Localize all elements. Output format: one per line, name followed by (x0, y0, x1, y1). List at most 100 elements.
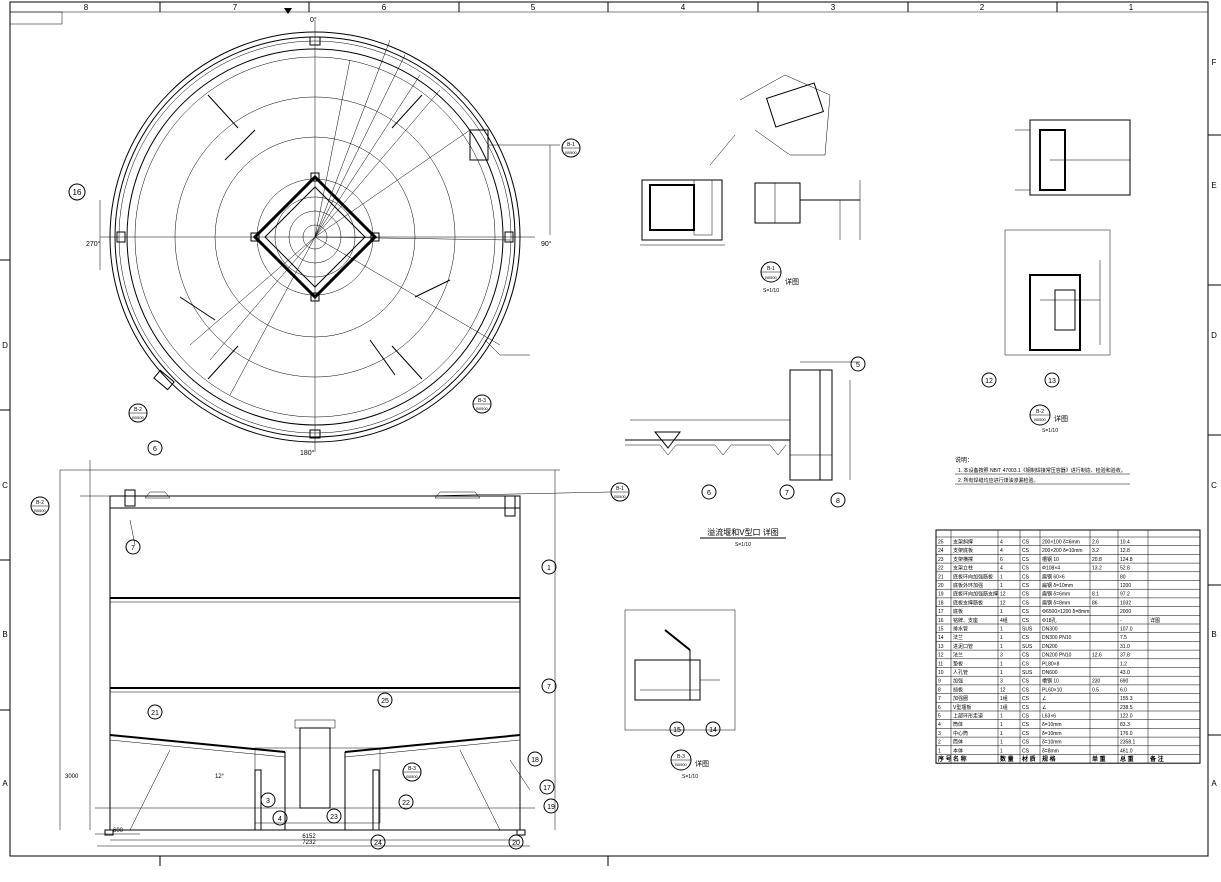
bom-cell: 238.5 (1120, 705, 1133, 711)
bom-cell: 支架立柱 (953, 565, 973, 572)
bom-cell: 4 (1000, 548, 1003, 554)
svg-text:7: 7 (547, 684, 551, 691)
bom-cell: 1 (1000, 714, 1003, 720)
svg-text:B0500: B0500 (614, 494, 626, 499)
bom-cell: Φ18孔 (1042, 617, 1057, 624)
bom-cell: 支架底板 (953, 547, 973, 554)
plan-view (99, 20, 560, 452)
bubble-7b: 7 (541, 678, 557, 694)
detail-weir (625, 361, 860, 481)
bubble-21: 21 (147, 704, 163, 720)
bom-cell: 43.0 (1120, 670, 1130, 676)
bom-cell: 扁钢 δ=10mm (1042, 582, 1073, 589)
bom-cell: 7 (938, 696, 941, 702)
bom-cell: δ=8mm (1042, 748, 1059, 754)
bom-cell: 1 (1000, 740, 1003, 746)
row-label: B (1211, 630, 1216, 639)
bom-cell: CS (1022, 548, 1030, 554)
svg-text:B-1: B-1 (567, 142, 575, 148)
bom-cell: CS (1022, 740, 1030, 746)
detail-b2-scale: S=1/10 (1042, 428, 1058, 434)
bom-cell: 16 (938, 618, 944, 624)
bom-cell: 6 (938, 705, 941, 711)
bom-cell: CS (1022, 635, 1030, 641)
bom-cell: 1 (1000, 627, 1003, 633)
bom-cell: 法兰 (953, 634, 963, 641)
bom-cell: 上部环形走道 (953, 713, 983, 720)
bom-header-cell: 名 称 (953, 755, 967, 763)
bom-cell: 支架横撑 (953, 556, 973, 563)
row-label-left: C (2, 481, 8, 490)
bom-cell: 1 (1000, 644, 1003, 650)
bubble-22: 22 (398, 794, 414, 810)
bom-cell: 97.2 (1120, 592, 1130, 598)
row-label: F (1212, 58, 1217, 67)
detail-b3-title-top: B-3 (677, 754, 685, 760)
svg-text:5: 5 (856, 362, 860, 369)
detail-b1-label: 详图 (785, 277, 799, 286)
svg-text:1: 1 (547, 565, 551, 572)
bom-cell: 底板环向加强筋支撑 (953, 591, 998, 598)
bom-cell: CS (1022, 696, 1030, 702)
col-label: 2 (980, 3, 985, 12)
col-label: 1 (1129, 3, 1134, 12)
bom-cell: 10.4 (1120, 540, 1130, 546)
bom-cell: 2000 (1120, 609, 1131, 615)
bom-cell: CS (1022, 687, 1030, 693)
bom-cell: 扁钢 δ=6mm (1042, 591, 1070, 598)
bom-cell: 底板环向加强筋板 (953, 573, 993, 580)
bom-header-cell: 序 号 (937, 755, 952, 763)
bom-cell: 加强圈 (953, 695, 968, 702)
bom-cell: 中心筒 (953, 730, 968, 737)
bom-cell: 加强 (953, 678, 963, 685)
bom-cell: 详图 (1150, 617, 1160, 624)
bubble-4: 4 (272, 810, 288, 826)
svg-text:17: 17 (543, 785, 551, 792)
svg-text:7: 7 (785, 490, 789, 497)
bom-cell: 筒体 (953, 721, 963, 728)
bubble-15: 15 (669, 721, 685, 737)
svg-text:20: 20 (512, 840, 520, 847)
bom-cell: 4 (1000, 540, 1003, 546)
bom-cell: 20 (938, 583, 944, 589)
bom-cell: δ=10mm (1042, 731, 1062, 737)
bom-cell: 124.8 (1120, 557, 1133, 563)
bom-header-cell: 材 质 (1021, 755, 1036, 763)
bom-cell: 5 (938, 714, 941, 720)
bom-cell: SUS (1022, 644, 1033, 650)
bubble-7: 7 (125, 539, 141, 555)
bom-cell: 1 (1000, 731, 1003, 737)
bom-header-cell: 总 重 (1120, 755, 1134, 763)
svg-text:25: 25 (381, 698, 389, 705)
svg-text:15: 15 (673, 727, 681, 734)
bom-cell: 铭牌、支座 (953, 617, 978, 624)
bom-cell: 18 (938, 600, 944, 606)
bom-cell: 本体 (953, 747, 963, 754)
bom-cell: 8 (938, 687, 941, 693)
bom-cell: 12 (1000, 687, 1006, 693)
svg-text:22: 22 (402, 800, 410, 807)
notes-line-1: 1. 本设备按照 NB/T 47003.1《钢制焊接常压容器》进行制造、检验和验… (958, 467, 1126, 474)
bubble-8-weir: 8 (830, 492, 846, 508)
bom-cell: CS (1022, 714, 1030, 720)
detail-b2-label: 详图 (1054, 414, 1068, 423)
column-dividers (0, 2, 1221, 866)
corner-box (9, 11, 63, 25)
bom-cell: L63×6 (1042, 714, 1056, 720)
bom-cell: CS (1022, 540, 1030, 546)
bom-cell: Φ6500×1200 δ=8mm (1042, 609, 1089, 615)
bom-cell: V型堰板 (953, 704, 971, 711)
bubble-6: 6 (147, 440, 163, 456)
bom-cell: 17 (938, 609, 944, 615)
row-label: C (1211, 481, 1217, 490)
plan-angle-bottom: 180° (300, 449, 315, 457)
bom-cell: 排水管 (953, 626, 968, 633)
bom-cell: 12.8 (1120, 548, 1130, 554)
bubble-18: 18 (527, 751, 543, 767)
bom-cell: 122.0 (1120, 714, 1133, 720)
bom-cell: 底板外环加强 (953, 582, 983, 589)
svg-text:B0500: B0500 (34, 508, 46, 513)
svg-text:B-2: B-2 (36, 500, 44, 506)
bom-cell: SUS (1022, 670, 1033, 676)
